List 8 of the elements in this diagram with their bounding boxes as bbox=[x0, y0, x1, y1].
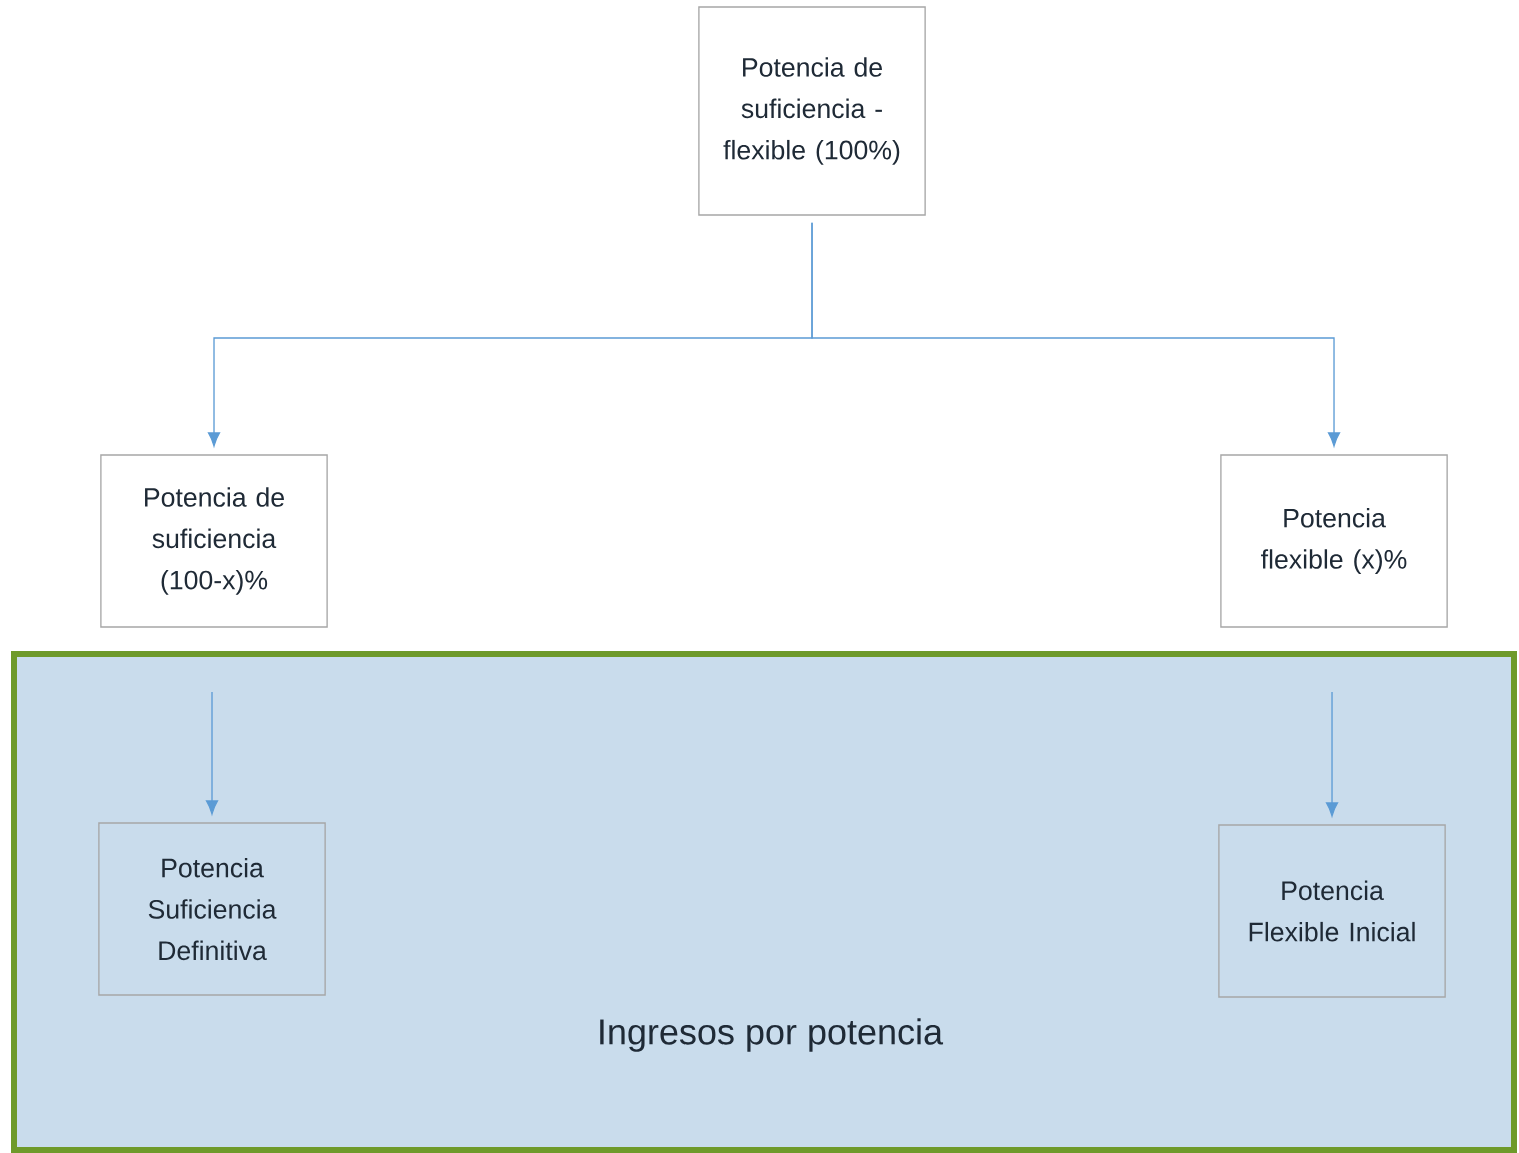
text-box: Potencia flexible (x)% bbox=[1220, 454, 1448, 628]
text-box: Potencia de suficiencia - flexible (100%) bbox=[698, 6, 926, 216]
text-box: Potencia de suficiencia (100-x)% bbox=[100, 454, 328, 628]
text-box: Potencia Flexible Inicial bbox=[1218, 824, 1446, 998]
arrow bbox=[205, 691, 219, 815]
arrow bbox=[811, 222, 1341, 447]
arrow bbox=[1325, 691, 1339, 817]
text-box: Potencia Suficiencia Definitiva bbox=[98, 822, 326, 996]
